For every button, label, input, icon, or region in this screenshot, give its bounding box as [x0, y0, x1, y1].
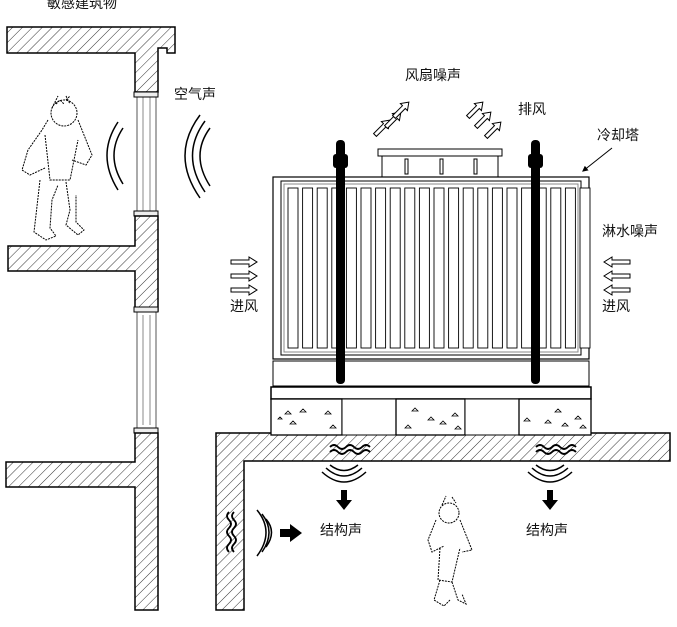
- fill-slat: [506, 187, 518, 349]
- fan-cap: [377, 148, 503, 157]
- sound-wave-outside-icon: [184, 114, 211, 199]
- fill-slat: [521, 187, 533, 349]
- person-lower-icon: [427, 495, 473, 607]
- label-water-noise: 淋水噪声: [602, 224, 658, 240]
- fill-slat: [477, 187, 489, 349]
- structure-wave-right-icon: [527, 464, 573, 483]
- fill-slat: [564, 187, 576, 349]
- fill-slat: [404, 187, 416, 349]
- label-intake-left: 进风: [230, 299, 258, 315]
- label-sensitive-building: 敏感建筑物: [47, 0, 117, 12]
- fill-slat: [448, 187, 460, 349]
- label-intake-right: 进风: [602, 299, 630, 315]
- label-structure-sound-right: 结构声: [526, 523, 568, 539]
- intake-arrows-right-icon: [603, 256, 631, 296]
- base-panel: [272, 360, 590, 387]
- fill-slat: [360, 187, 372, 349]
- arrow-right-icon: [280, 524, 302, 542]
- structure-wave-left-icon: [321, 464, 367, 483]
- label-fan-noise: 风扇噪声: [405, 68, 461, 84]
- label-cooling-tower: 冷却塔: [597, 128, 639, 144]
- lower-floor-slab: [5, 432, 159, 611]
- person-upper-icon: [21, 95, 93, 241]
- fill-slat: [462, 187, 474, 349]
- fill-slat: [375, 187, 387, 349]
- arrow-down-left-icon: [336, 490, 352, 510]
- exhaust-arrows-left-icon: [372, 101, 410, 138]
- cooling-tower: [270, 140, 592, 436]
- label-structure-sound-left: 结构声: [320, 523, 362, 539]
- fill-slat: [316, 187, 328, 349]
- fill-slat: [550, 187, 562, 349]
- fill-slat: [389, 187, 401, 349]
- fill-slat: [433, 187, 445, 349]
- intake-arrows-left-icon: [230, 256, 258, 296]
- fill-slats: [287, 187, 591, 349]
- window-upper: [136, 91, 157, 217]
- fill-slat: [345, 187, 357, 349]
- anchor-rod-left: [333, 140, 348, 384]
- fill-slat: [418, 187, 430, 349]
- exhaust-arrows-right-icon: [465, 101, 502, 140]
- fill-slat: [287, 187, 299, 349]
- label-airborne-sound: 空气声: [174, 87, 216, 103]
- fill-slat: [579, 187, 591, 349]
- fill-slat: [302, 187, 314, 349]
- sensitive-building: [5, 26, 176, 611]
- arrow-down-right-icon: [542, 490, 558, 510]
- ground-slab: [215, 432, 671, 611]
- vibration-icon: [226, 444, 577, 553]
- cooling-tower-leader: [582, 147, 613, 172]
- structure-wave-wall-icon: [256, 509, 273, 557]
- fill-slat: [491, 187, 503, 349]
- base-rail: [270, 386, 592, 400]
- concrete-pads: [270, 398, 592, 436]
- roof-slab: [6, 26, 176, 93]
- middle-floor-slab: [7, 215, 159, 312]
- anchor-rod-right: [528, 140, 543, 384]
- label-exhaust: 排风: [518, 102, 546, 118]
- window-lower: [136, 310, 157, 430]
- sound-wave-inside-icon: [106, 121, 124, 191]
